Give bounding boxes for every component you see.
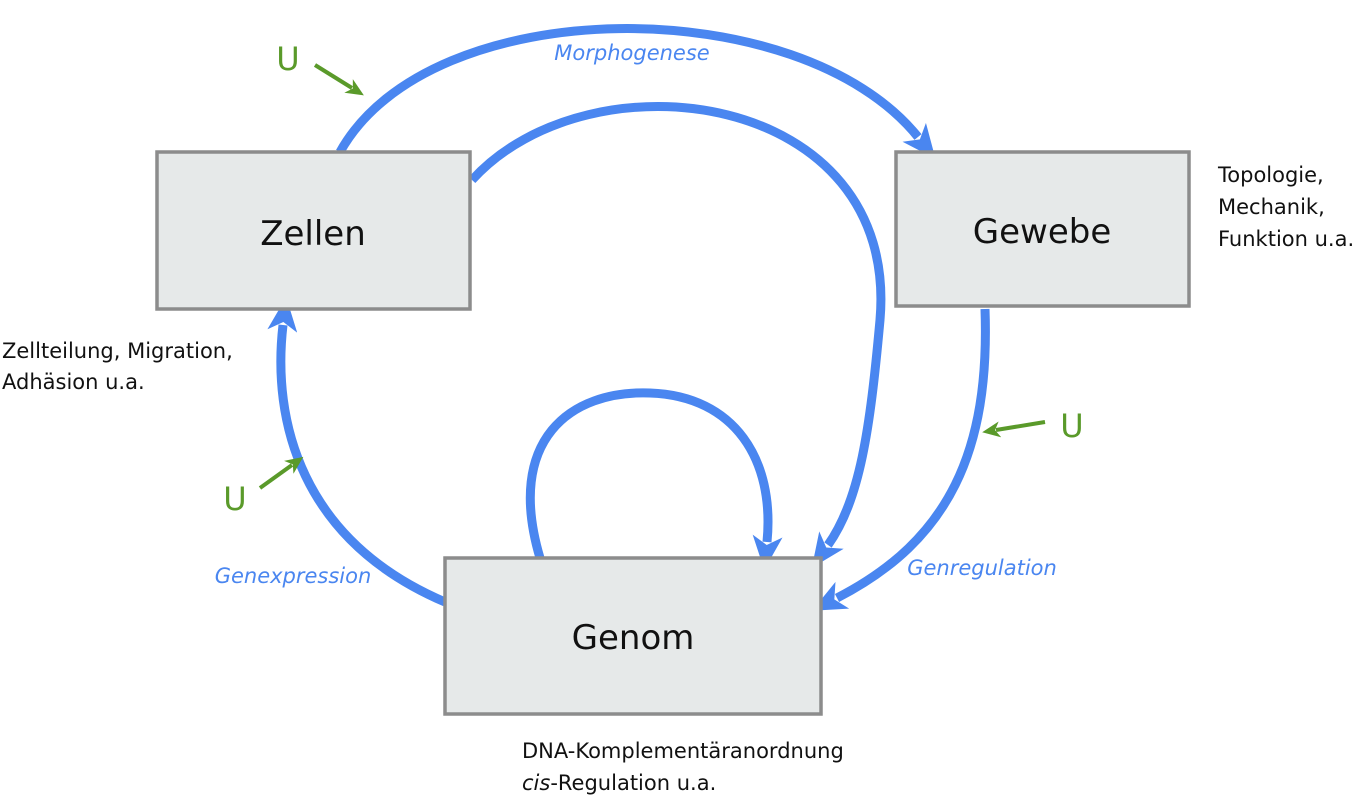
zellen-notes: Zellteilung, Migration, Adhäsion u.a. (2, 339, 233, 394)
cells-to-genome-arrow (468, 102, 886, 568)
environment-u-right: U (1060, 407, 1083, 445)
morphogenese-arrow (336, 24, 936, 159)
environment-u-left: U (223, 480, 246, 518)
zellen-label: Zellen (260, 214, 366, 254)
morphogenese-label: Morphogenese (554, 41, 709, 65)
genom-note-line-1: DNA-Komplementäranordnung (522, 739, 844, 763)
genregulation-label: Genregulation (907, 556, 1057, 580)
genexpression-arrow (267, 297, 447, 607)
environment-arrow-top (313, 63, 364, 96)
gewebe-label: Gewebe (973, 212, 1112, 252)
genom-box: Genom (443, 556, 823, 716)
environment-arrow-left (258, 456, 304, 490)
environment-u-top: U (276, 40, 299, 78)
zellen-box: Zellen (155, 150, 472, 311)
cis-term: cis (522, 771, 550, 795)
gewebe-note-line-2: Mechanik, (1218, 195, 1325, 219)
regulation-term: -Regulation u.a. (550, 771, 716, 795)
gewebe-notes: Topologie, Mechanik, Funktion u.a. (1217, 163, 1354, 251)
genom-note-line-2: cis-Regulation u.a. (522, 771, 716, 795)
zellen-note-line-1: Zellteilung, Migration, (2, 339, 233, 363)
gewebe-box: Gewebe (894, 150, 1191, 308)
environment-arrow-right (982, 420, 1046, 438)
genom-notes: DNA-Komplementäranordnung cis-Regulation… (522, 739, 844, 795)
genome-self-regulation-arrow (525, 388, 783, 570)
genexpression-label: Genexpression (215, 564, 372, 588)
genregulation-arrow (812, 308, 990, 611)
zellen-note-line-2: Adhäsion u.a. (2, 370, 145, 394)
genom-label: Genom (572, 618, 695, 658)
gewebe-note-line-3: Funktion u.a. (1218, 227, 1354, 251)
gewebe-note-line-1: Topologie, (1217, 163, 1324, 187)
